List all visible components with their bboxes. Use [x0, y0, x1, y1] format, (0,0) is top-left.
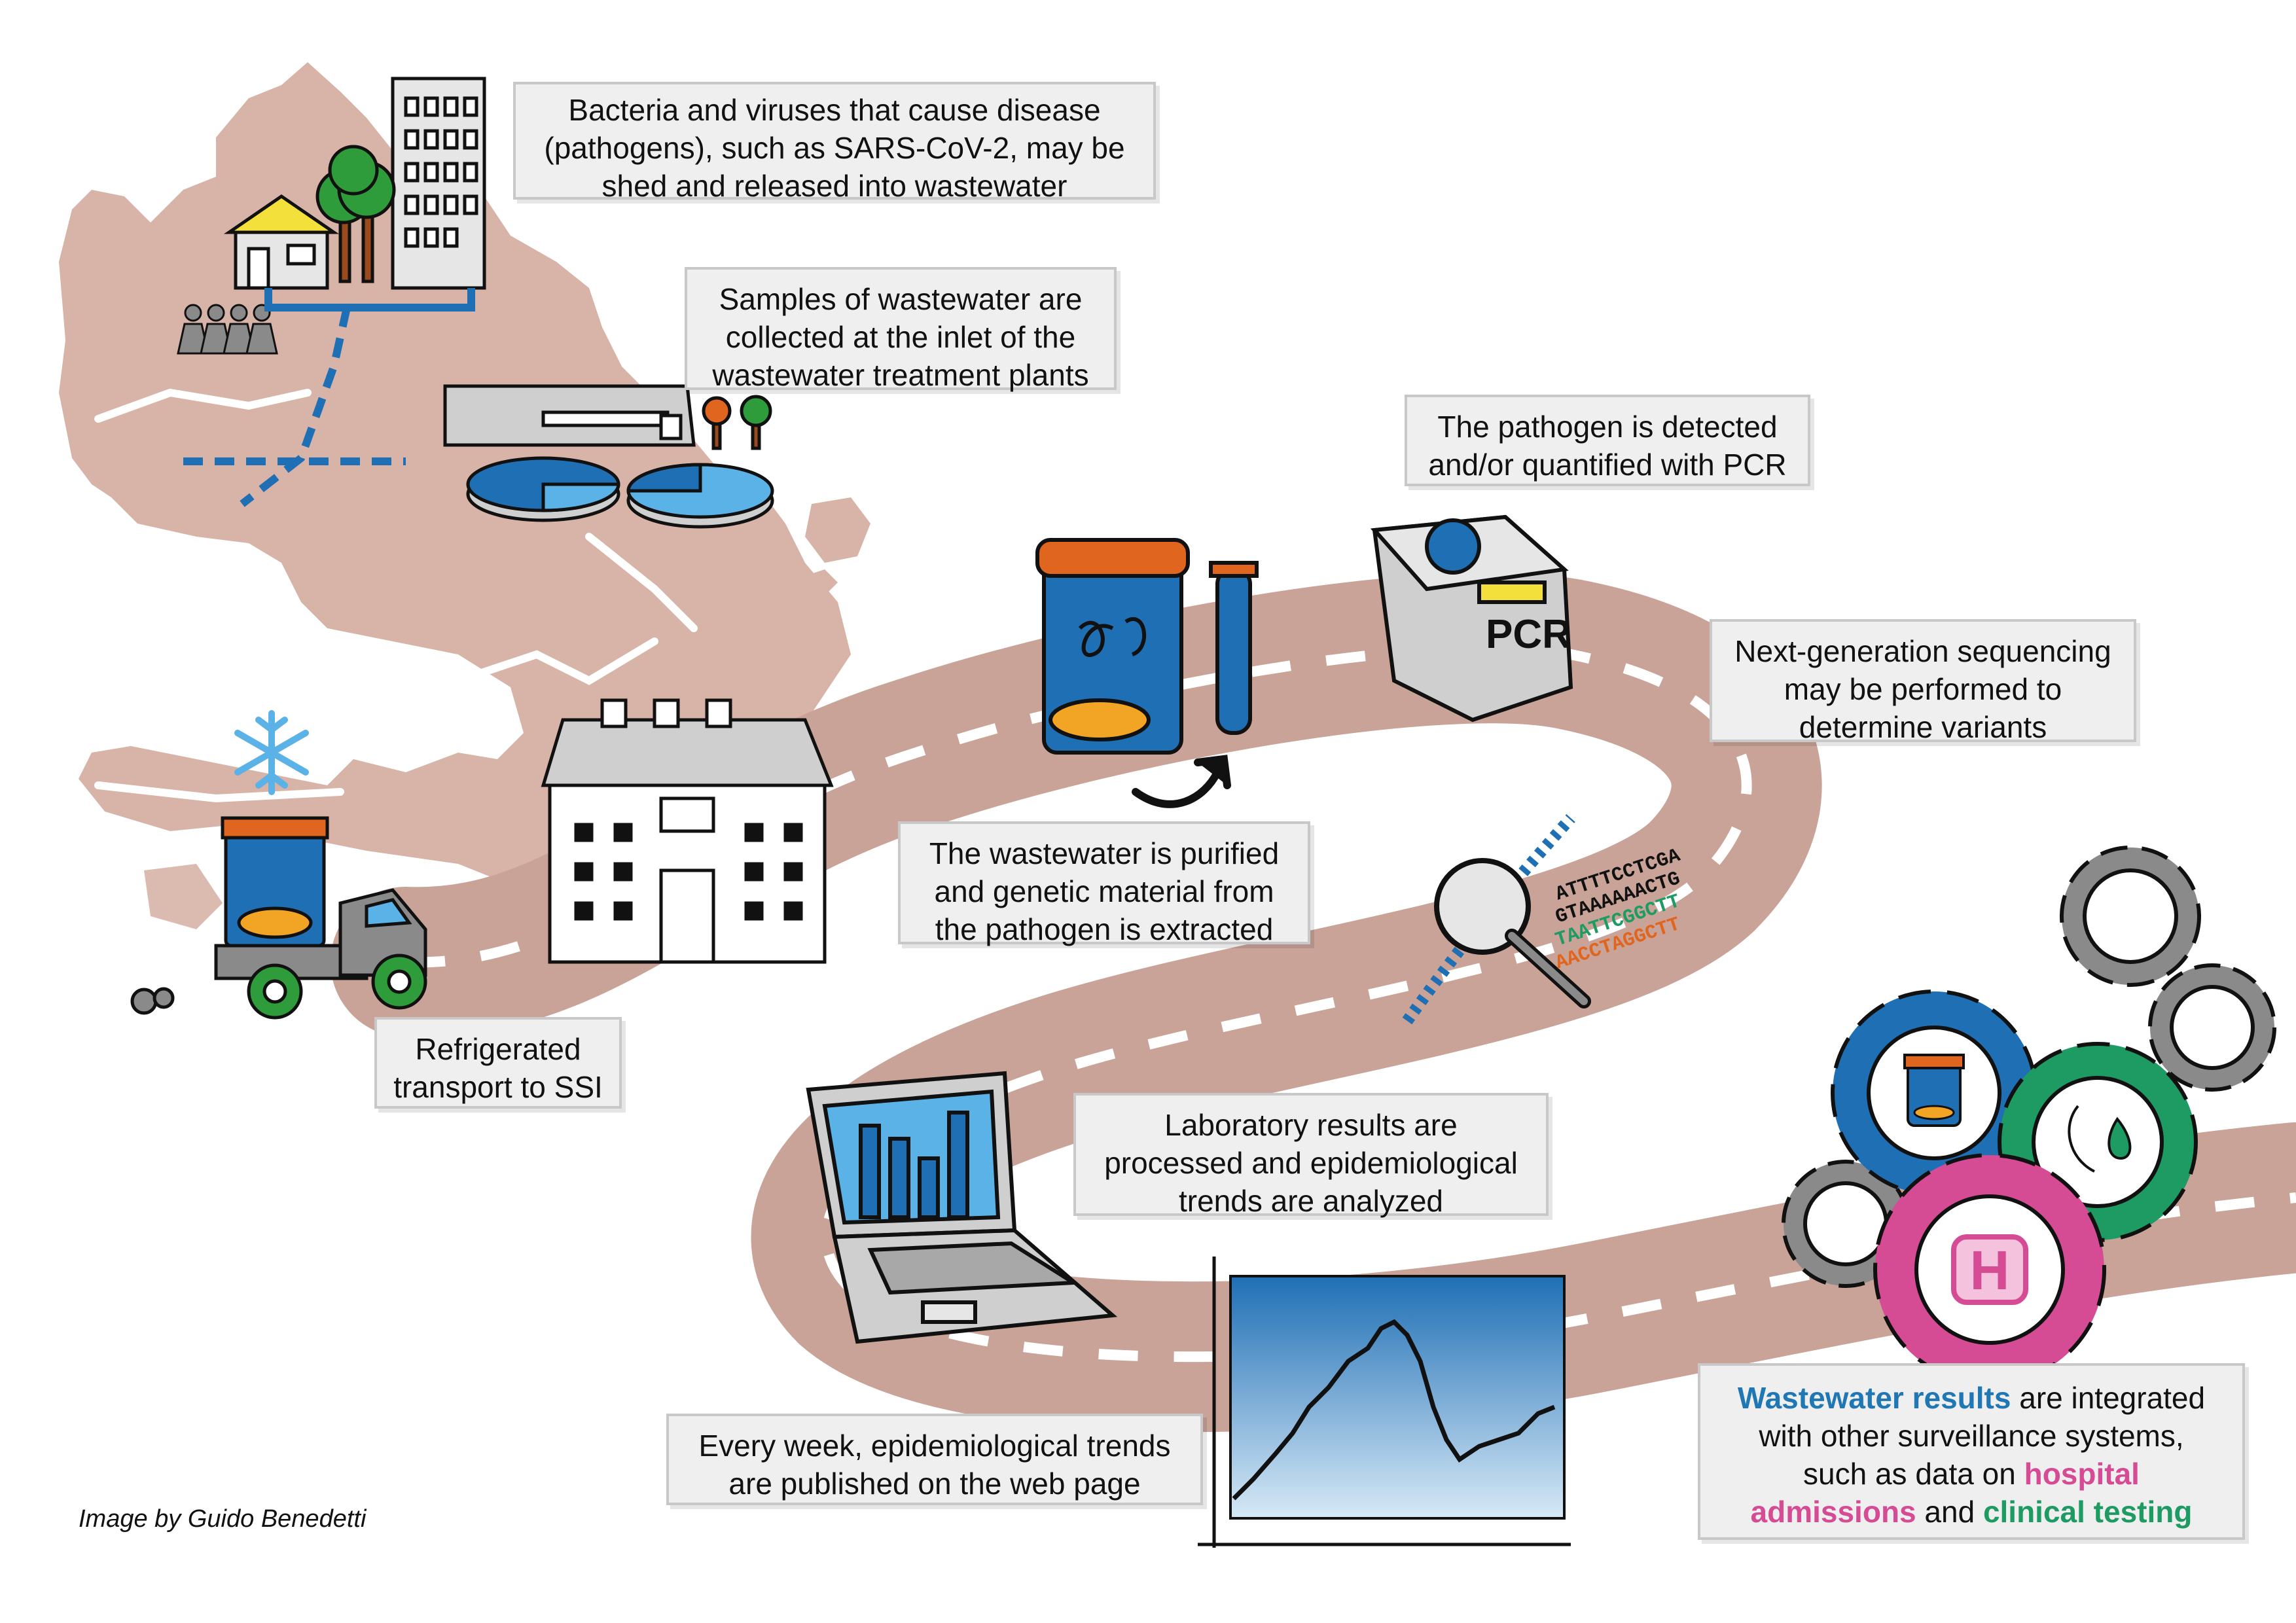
and-text: and — [1916, 1495, 1983, 1529]
note-samples-line-1: Samples of wastewater are — [719, 282, 1083, 316]
ssi-building — [541, 698, 834, 964]
note-ngs-line-1: Next-generation sequencing — [1734, 634, 2111, 668]
wastewater-results-text: Wastewater results — [1737, 1381, 2011, 1415]
gray-gear-top — [2060, 846, 2201, 987]
note-samples-line-3: wastewater treatment plants — [712, 358, 1089, 392]
clinical-testing-text: clinical testing — [1982, 1495, 2193, 1529]
note-integrated: Wastewater results are integrated with o… — [1698, 1363, 2245, 1540]
note-samples-line-2: collected at the inlet of the — [725, 320, 1076, 354]
integrated-text: are integrated — [2011, 1381, 2206, 1415]
note-pathogens-line-1: Bacteria and viruses that cause disease — [568, 93, 1101, 127]
note-transport: Refrigerated transport to SSI — [374, 1017, 622, 1109]
map-waterways — [94, 388, 698, 803]
web-chart — [1198, 1257, 1571, 1548]
note-weekly: Every week, epidemiological trends are p… — [666, 1414, 1203, 1505]
treatment-plant — [443, 384, 774, 529]
image-credit: Image by Guido Benedetti — [79, 1505, 367, 1533]
city-buildings — [223, 77, 486, 290]
note-ngs: Next-generation sequencing may be perfor… — [1710, 619, 2136, 744]
note-weekly-line-2: are published on the web page — [728, 1467, 1141, 1501]
pcr-label: PCR — [1486, 612, 1571, 657]
admissions-text: admissions — [1750, 1495, 1916, 1529]
gray-gear-right — [2148, 963, 2276, 1092]
such-as-text: such as data on — [1803, 1457, 2024, 1491]
pcr-machine: PCR — [1370, 514, 1573, 722]
note-purified-line-2: and genetic material from — [934, 874, 1274, 908]
note-purified-line-1: The wastewater is purified — [929, 836, 1280, 870]
note-pcr: The pathogen is detected and/or quantifi… — [1405, 395, 1810, 486]
note-purified-line-3: the pathogen is extracted — [935, 912, 1274, 946]
note-ngs-line-3: determine variants — [1799, 710, 2047, 744]
note-integrated-line-1: Wastewater results are integrated — [1715, 1379, 2228, 1417]
note-lab-line-2: processed and epidemiological — [1104, 1146, 1518, 1180]
gears: H — [1782, 846, 2276, 1386]
hospital-icon: H — [1970, 1240, 2010, 1301]
note-pcr-line-1: The pathogen is detected — [1437, 410, 1778, 444]
note-pathogens-line-2: (pathogens), such as SARS-CoV-2, may be — [544, 131, 1125, 165]
note-lab: Laboratory results are processed and epi… — [1073, 1093, 1549, 1218]
sewer-pipes — [183, 288, 475, 507]
note-lab-line-1: Laboratory results are — [1164, 1108, 1458, 1142]
note-ngs-line-2: may be performed to — [1784, 672, 2062, 706]
sample-jar — [1035, 538, 1190, 755]
note-samples: Samples of wastewater are collected at t… — [685, 267, 1117, 392]
note-lab-line-3: trends are analyzed — [1178, 1184, 1444, 1218]
refrigerated-truck — [130, 816, 427, 1020]
note-integrated-line-3: such as data on hospital — [1715, 1455, 2228, 1493]
note-integrated-line-2: with other surveillance systems, — [1759, 1419, 2184, 1453]
magnifier-dna — [1402, 814, 1591, 1025]
note-integrated-line-4: admissions and clinical testing — [1715, 1493, 2228, 1531]
note-transport-line-1: Refrigerated — [415, 1032, 581, 1066]
hospital-text: hospital — [2024, 1457, 2140, 1491]
note-weekly-line-1: Every week, epidemiological trends — [698, 1429, 1171, 1463]
arrow-icon — [1132, 755, 1231, 808]
note-purified: The wastewater is purified and genetic m… — [898, 821, 1310, 946]
snowflake-icon — [234, 710, 309, 795]
test-tube-icon — [1209, 561, 1259, 735]
laptop — [806, 1071, 1118, 1344]
note-transport-line-2: transport to SSI — [393, 1070, 603, 1104]
note-pcr-line-2: and/or quantified with PCR — [1428, 448, 1787, 482]
note-pathogens-line-3: shed and released into wastewater — [601, 169, 1067, 203]
note-pathogens: Bacteria and viruses that cause disease … — [513, 82, 1156, 203]
pink-gear: H — [1873, 1153, 2106, 1386]
